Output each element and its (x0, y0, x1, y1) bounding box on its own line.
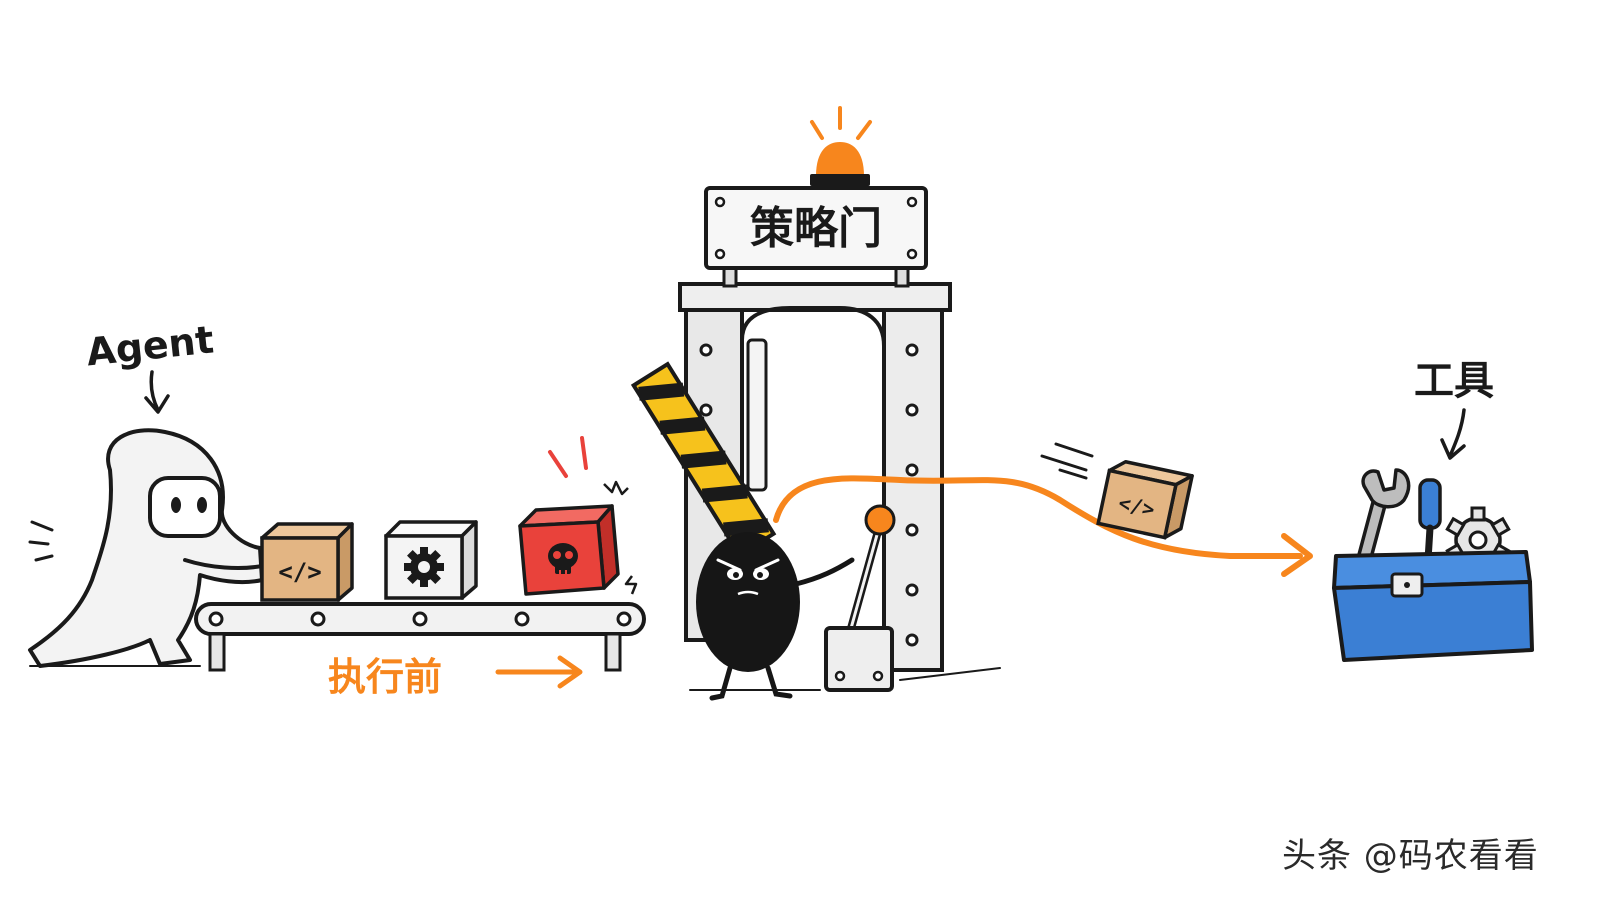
danger-box (518, 436, 638, 596)
allowed-path (773, 475, 1303, 559)
agent-arrow (144, 370, 170, 414)
agent-character (28, 428, 264, 668)
lever (824, 504, 896, 692)
gear-icon (404, 547, 444, 587)
flying-box-motion-lines (1040, 442, 1094, 480)
conveyor-belt (194, 602, 646, 672)
code-brackets-icon: </> (278, 558, 321, 586)
tools-arrow (1440, 408, 1466, 460)
agent-label: Agent (84, 317, 216, 374)
before-exec-arrow (495, 655, 583, 689)
flying-code-box: </> (1096, 460, 1194, 540)
watermark: 头条 @码农看看 (1282, 836, 1539, 876)
screwdriver-icon (1418, 478, 1442, 564)
beacon-icon (810, 106, 872, 186)
allowed-path-arrowhead (1281, 533, 1313, 577)
tools-label: 工具 (1414, 358, 1494, 404)
gate-label: 策略门 (750, 203, 882, 254)
toolbox-icon (1332, 468, 1534, 662)
wrench-icon (1356, 468, 1411, 568)
guard-character (696, 532, 855, 701)
before-exec-label: 执行前 (328, 655, 442, 699)
code-box: </> (260, 522, 354, 602)
skull-icon (548, 543, 578, 574)
gear-box (384, 520, 478, 600)
